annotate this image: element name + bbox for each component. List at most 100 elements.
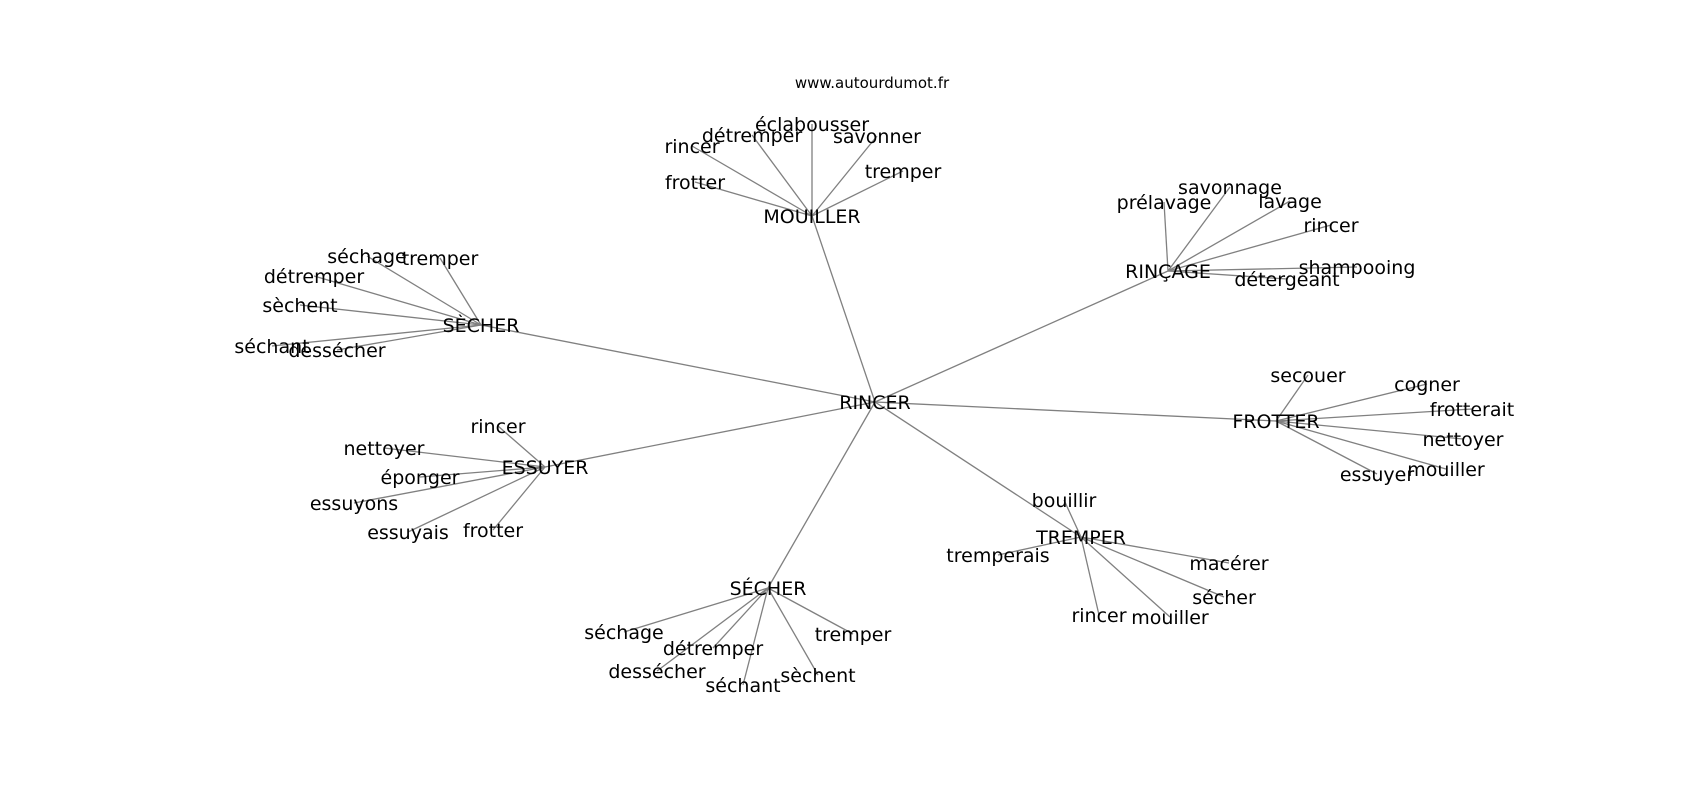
word-node-label: essuyons xyxy=(310,493,398,515)
word-node-label: prélavage xyxy=(1117,192,1212,214)
edge-center-to-hub xyxy=(767,401,876,589)
word-node-label: éclabousser xyxy=(755,114,869,136)
graph-labels: RINCERMOUILLERéclabousserdétremperrincer… xyxy=(234,114,1514,697)
edge-hub-to-word xyxy=(1080,536,1225,598)
hub-node-label: RINÇAGE xyxy=(1125,261,1211,283)
edge-hub-to-word xyxy=(1275,420,1464,440)
word-node-label: dessécher xyxy=(608,661,705,683)
edge-hub-to-word xyxy=(751,134,813,217)
edge-hub-to-word xyxy=(419,466,546,478)
word-node-label: tremper xyxy=(402,248,479,270)
hub-node-label: SÈCHER xyxy=(443,314,520,337)
edge-hub-to-word xyxy=(407,466,546,533)
word-node-label: détergeant xyxy=(1234,269,1339,291)
word-node-label: nettoyer xyxy=(343,438,424,460)
word-node-label: éponger xyxy=(381,467,460,489)
edge-hub-to-word xyxy=(1163,201,1169,272)
edge-center-to-hub xyxy=(480,324,876,403)
word-node-label: détremper xyxy=(264,266,365,288)
hub-node-label: FROTTER xyxy=(1232,411,1319,433)
hub-node-label: MOUILLER xyxy=(763,206,860,228)
word-node-label: tremper xyxy=(865,161,942,183)
edge-hub-to-word xyxy=(1167,186,1231,272)
word-node-label: détremper xyxy=(702,125,803,147)
word-node-label: sèchent xyxy=(780,665,855,687)
word-node-label: tremper xyxy=(815,624,892,646)
word-node-label: savonnage xyxy=(1178,177,1282,199)
word-node-label: shampooing xyxy=(1299,257,1416,279)
word-node-label: frotterait xyxy=(1430,399,1514,421)
edge-hub-to-word xyxy=(366,255,482,326)
edge-hub-to-word xyxy=(1275,420,1447,470)
edge-hub-to-word xyxy=(656,587,769,672)
word-node-label: séchant xyxy=(705,675,780,697)
edge-center-to-hub xyxy=(544,401,876,468)
word-node-label: macérer xyxy=(1189,553,1268,575)
edge-hub-to-word xyxy=(1080,536,1100,616)
hub-node-label: SÉCHER xyxy=(730,577,807,600)
edge-hub-to-word xyxy=(271,324,482,347)
edge-hub-to-word xyxy=(383,447,546,468)
edge-hub-to-word xyxy=(742,587,769,686)
edge-hub-to-word xyxy=(299,304,482,326)
hub-node-label: TREMPER xyxy=(1035,527,1126,549)
edge-hub-to-word xyxy=(336,324,482,351)
edge-center-to-hub xyxy=(811,215,876,403)
center-node-label: RINCER xyxy=(839,392,911,414)
word-node-label: rincer xyxy=(664,136,719,158)
edge-hub-to-word xyxy=(1275,420,1378,475)
edge-hub-to-word xyxy=(1167,270,1288,280)
edge-center-to-hub xyxy=(874,270,1169,403)
word-node-label: tremperais xyxy=(946,545,1049,567)
edge-hub-to-word xyxy=(694,181,813,217)
edge-hub-to-word xyxy=(811,135,878,217)
edge-hub-to-word xyxy=(1275,374,1309,422)
word-node-label: mouiller xyxy=(1131,607,1209,629)
edge-hub-to-word xyxy=(1080,536,1230,564)
edge-center-to-hub xyxy=(874,401,1277,422)
word-node-label: essuyais xyxy=(367,522,449,544)
word-node-label: secouer xyxy=(1270,365,1345,387)
word-node-label: rincer xyxy=(1303,215,1358,237)
word-node-label: mouiller xyxy=(1407,459,1485,481)
edge-hub-to-word xyxy=(691,145,813,217)
edge-hub-to-word xyxy=(492,466,546,531)
word-node-label: lavage xyxy=(1258,191,1322,213)
word-node-label: séchage xyxy=(327,246,406,268)
edge-hub-to-word xyxy=(353,466,546,504)
edge-hub-to-word xyxy=(1167,200,1291,272)
edge-hub-to-word xyxy=(997,536,1082,556)
edge-hub-to-word xyxy=(623,587,769,633)
hub-node-label: ESSUYER xyxy=(502,457,589,479)
edge-hub-to-word xyxy=(1167,224,1332,272)
edge-hub-to-word xyxy=(1275,408,1473,422)
word-node-label: séchant xyxy=(234,336,309,358)
word-node-label: rincer xyxy=(470,416,525,438)
word-node-label: bouillir xyxy=(1032,490,1097,512)
edge-hub-to-word xyxy=(811,170,904,217)
edge-hub-to-word xyxy=(1167,266,1358,272)
edge-hub-to-word xyxy=(1063,499,1082,538)
word-node-label: sécher xyxy=(1192,587,1256,609)
graph-edges xyxy=(271,124,1473,686)
edge-hub-to-word xyxy=(712,587,769,649)
edge-center-to-hub xyxy=(874,401,1082,538)
word-node-label: sèchent xyxy=(262,295,337,317)
word-node-label: frotter xyxy=(665,172,725,194)
edge-hub-to-word xyxy=(1080,536,1171,618)
word-node-label: nettoyer xyxy=(1422,429,1503,451)
edge-hub-to-word xyxy=(767,587,819,676)
word-node-label: rincer xyxy=(1071,605,1126,627)
word-node-label: dessécher xyxy=(288,340,385,362)
edge-hub-to-word xyxy=(1275,383,1428,422)
word-node-label: séchage xyxy=(584,622,663,644)
watermark: www.autourdumot.fr xyxy=(795,74,950,92)
edge-hub-to-word xyxy=(313,275,482,326)
edge-hub-to-word xyxy=(497,425,546,468)
edge-hub-to-word xyxy=(767,587,854,635)
word-node-label: détremper xyxy=(663,638,764,660)
word-node-label: savonner xyxy=(833,126,921,148)
word-node-label: frotter xyxy=(463,520,523,542)
word-node-label: cogner xyxy=(1394,374,1460,396)
